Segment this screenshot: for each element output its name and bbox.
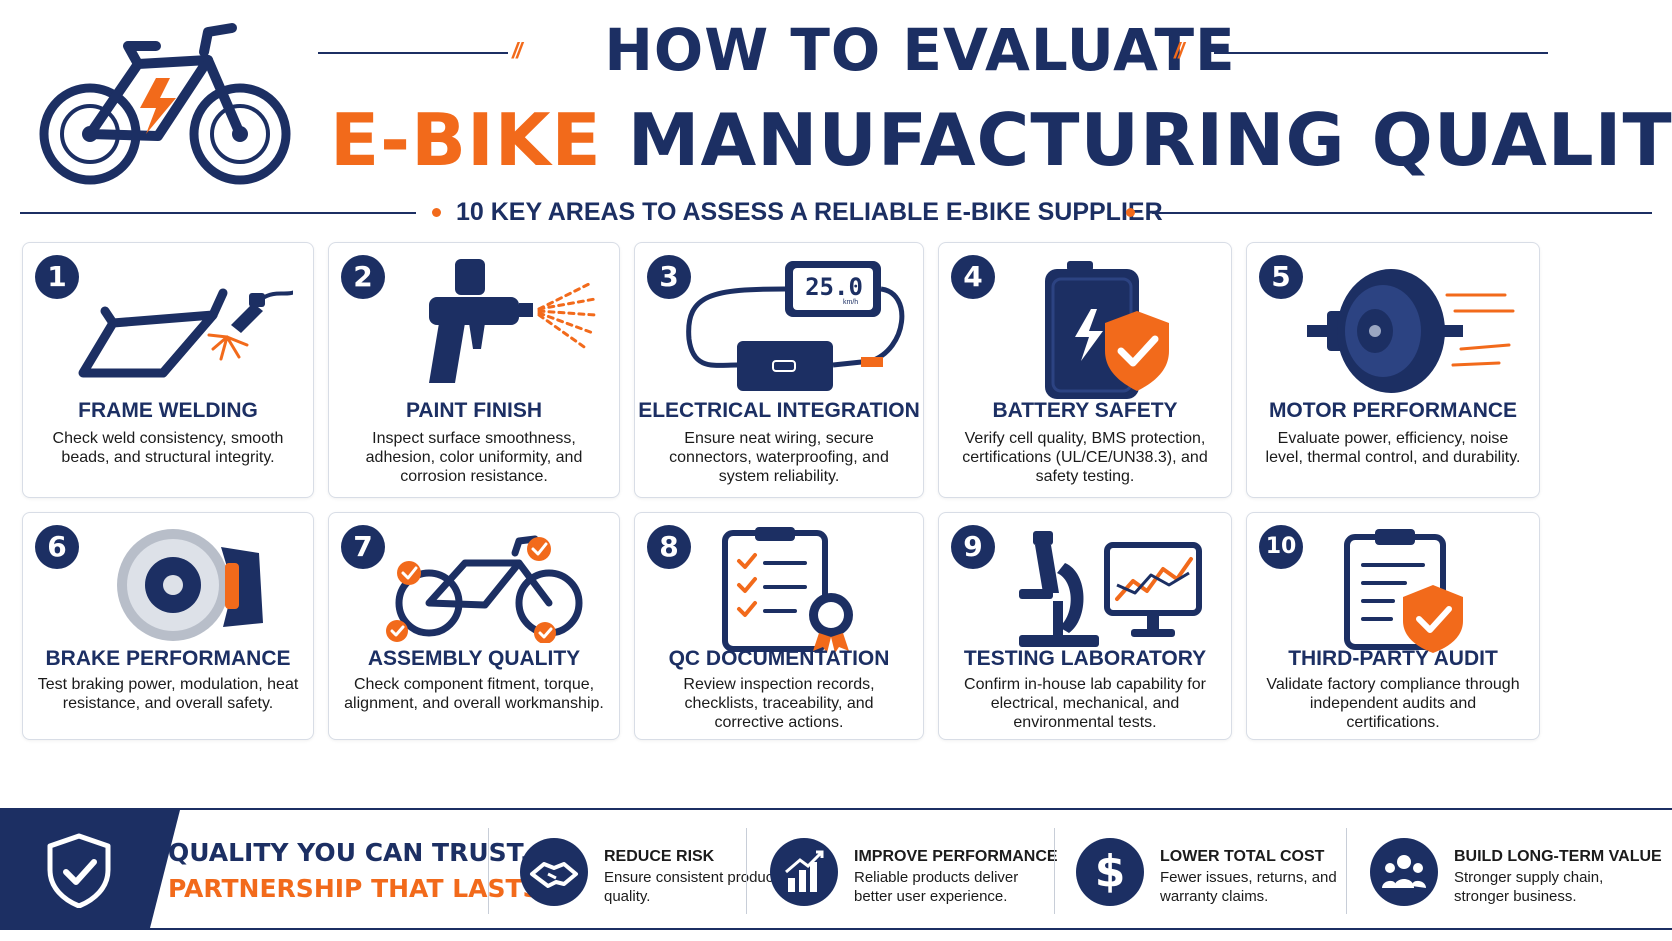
wiring-graphic bbox=[686, 261, 905, 391]
footer-divider bbox=[1346, 828, 1347, 914]
growth-chart-icon bbox=[770, 838, 838, 906]
shield-check-icon bbox=[47, 833, 111, 908]
card-number: 3 bbox=[647, 255, 691, 299]
page-title-line1: HOW TO EVALUATE bbox=[604, 16, 1236, 84]
card-battery-safety: 4 BATTERY SAFETY Verify cell quality, BM… bbox=[938, 242, 1232, 498]
subtitle-rule-left bbox=[20, 212, 416, 214]
benefit-lower-total-cost: $ LOWER TOTAL COST Fewer issues, returns… bbox=[1076, 824, 1356, 918]
benefit-improve-performance: IMPROVE PERFORMANCE Reliable products de… bbox=[770, 824, 1060, 918]
clipboard-shield-icon bbox=[1344, 529, 1463, 653]
card-title: PAINT FINISH bbox=[405, 399, 543, 422]
subtitle-dot-left bbox=[432, 208, 441, 217]
card-number: 9 bbox=[951, 525, 995, 569]
card-title: MOTOR PERFORMANCE bbox=[1268, 399, 1518, 422]
card-assembly-quality: 7 ASSEMBLY QUALITY Check component fitme… bbox=[328, 512, 620, 740]
card-motor-performance: 5 MOTOR PERFORMANCE Evaluate power, effi… bbox=[1246, 242, 1540, 498]
benefit-title: LOWER TOTAL COST bbox=[1160, 848, 1325, 865]
card-frame-welding: 1 FRAME WELDING Check weld consistency, … bbox=[22, 242, 314, 498]
speed-readout: 25.0 bbox=[805, 273, 863, 301]
card-testing-laboratory: 9 TESTING LABORATORY Confirm in-house la… bbox=[938, 512, 1232, 740]
benefit-title: IMPROVE PERFORMANCE bbox=[854, 848, 1058, 865]
spray-gun-icon bbox=[429, 259, 597, 383]
benefit-description: Ensure consistent product quality. bbox=[604, 869, 778, 905]
card-description: Check weld consistency, smooth beads, an… bbox=[52, 430, 284, 466]
card-title: FRAME WELDING bbox=[78, 399, 258, 422]
card-qc-documentation: 8 QC DOCUMENTATION Review inspection rec… bbox=[634, 512, 924, 740]
ebike-logo-icon bbox=[39, 23, 291, 185]
benefit-title: BUILD LONG-TERM VALUE bbox=[1454, 848, 1662, 865]
subtitle: 10 KEY AREAS TO ASSESS A RELIABLE E-BIKE… bbox=[456, 198, 1163, 226]
benefit-build-long-term-value: BUILD LONG-TERM VALUE Stronger supply ch… bbox=[1370, 824, 1662, 918]
card-number: 6 bbox=[35, 525, 79, 569]
subtitle-row: 10 KEY AREAS TO ASSESS A RELIABLE E-BIKE… bbox=[20, 198, 1652, 250]
benefit-description: Stronger supply chain, stronger business… bbox=[1454, 869, 1604, 905]
card-description: Verify cell quality, BMS protection, cer… bbox=[962, 430, 1208, 485]
title-main: MANUFACTURING QUALITY bbox=[627, 98, 1672, 182]
display-controller-icon: 25.0 km/h bbox=[675, 253, 905, 403]
benefit-description: Reliable products deliver better user ex… bbox=[854, 869, 1019, 905]
header: // HOW TO EVALUATE // E-BIKE MANUFACTURI… bbox=[0, 0, 1672, 245]
benefit-description: Fewer issues, returns, and warranty clai… bbox=[1160, 869, 1337, 905]
bike-checkpoints-icon bbox=[386, 535, 583, 643]
card-number: 7 bbox=[341, 525, 385, 569]
footer-banner: QUALITY YOU CAN TRUST. PARTNERSHIP THAT … bbox=[0, 808, 1672, 930]
title-accent: E-BIKE bbox=[330, 98, 602, 182]
slash-accent-left: // bbox=[512, 38, 522, 63]
page-title-line2: E-BIKE MANUFACTURING QUALITY bbox=[330, 98, 1672, 182]
disc-brake-icon bbox=[117, 529, 263, 641]
card-description: Test braking power, modulation, heat res… bbox=[37, 676, 299, 712]
card-number: 8 bbox=[647, 525, 691, 569]
battery-shield-icon bbox=[1045, 261, 1169, 399]
card-number: 5 bbox=[1259, 255, 1303, 299]
card-description: Check component fitment, torque, alignme… bbox=[344, 676, 604, 712]
checklist-badge-icon bbox=[722, 527, 853, 653]
subtitle-rule-right bbox=[1152, 212, 1652, 214]
card-electrical-integration: 3 25.0 km/h ELECTRICAL INTEGRATION Ensur… bbox=[634, 242, 924, 498]
footer-shield-panel bbox=[0, 810, 180, 928]
dollar-icon: $ bbox=[1076, 838, 1144, 906]
subtitle-dot-right bbox=[1126, 208, 1135, 217]
benefit-reduce-risk: REDUCE RISK Ensure consistent product qu… bbox=[520, 824, 777, 918]
card-title: ELECTRICAL INTEGRATION bbox=[638, 399, 920, 422]
handshake-icon bbox=[520, 838, 588, 906]
card-number: 1 bbox=[35, 255, 79, 299]
people-group-icon bbox=[1370, 838, 1438, 906]
card-title: ASSEMBLY QUALITY bbox=[367, 647, 581, 670]
card-title: BATTERY SAFETY bbox=[992, 399, 1178, 422]
card-paint-finish: 2 PAINT FINISH Inspect surface smoothnes… bbox=[328, 242, 620, 498]
title-rule-left bbox=[318, 52, 508, 54]
card-number: 4 bbox=[951, 255, 995, 299]
card-description: Validate factory compliance through inde… bbox=[1266, 676, 1520, 731]
title-rule-right bbox=[1214, 52, 1548, 54]
hub-motor-icon bbox=[1307, 269, 1515, 393]
card-third-party-audit: 10 THIRD-PARTY AUDIT Validate factory co… bbox=[1246, 512, 1540, 740]
slash-accent-right: // bbox=[1174, 38, 1184, 63]
card-brake-performance: 6 BRAKE PERFORMANCE Test braking power, … bbox=[22, 512, 314, 740]
card-description: Confirm in-house lab capability for elec… bbox=[964, 676, 1206, 731]
speed-unit: km/h bbox=[843, 299, 859, 306]
card-title: BRAKE PERFORMANCE bbox=[45, 647, 291, 670]
card-number: 10 bbox=[1259, 525, 1303, 569]
card-title: THIRD-PARTY AUDIT bbox=[1288, 647, 1498, 670]
card-description: Ensure neat wiring, secure connectors, w… bbox=[669, 430, 889, 485]
footer-divider bbox=[488, 828, 489, 914]
card-title: QC DOCUMENTATION bbox=[668, 647, 890, 670]
microscope-monitor-icon bbox=[1019, 531, 1202, 647]
footer-divider bbox=[746, 828, 747, 914]
tagline-trust: QUALITY YOU CAN TRUST. bbox=[168, 838, 530, 867]
card-description: Inspect surface smoothness, adhesion, co… bbox=[365, 430, 583, 485]
card-description: Review inspection records, checklists, t… bbox=[683, 676, 875, 731]
footer-divider bbox=[1054, 828, 1055, 914]
card-number: 2 bbox=[341, 255, 385, 299]
welded-frame-icon bbox=[78, 288, 293, 378]
tagline-partnership: PARTNERSHIP THAT LASTS. bbox=[168, 874, 551, 903]
benefit-title: REDUCE RISK bbox=[604, 848, 715, 865]
card-description: Evaluate power, efficiency, noise level,… bbox=[1265, 430, 1521, 466]
card-title: TESTING LABORATORY bbox=[963, 647, 1207, 670]
